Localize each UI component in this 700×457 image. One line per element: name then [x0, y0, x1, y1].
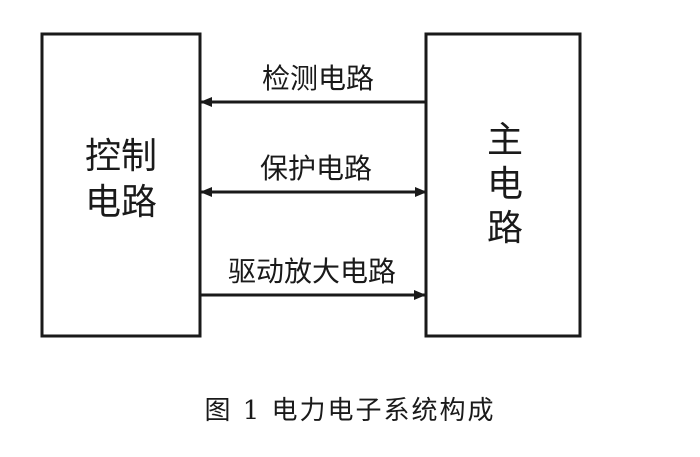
- detect-circuit-label: 检测电路: [262, 62, 374, 95]
- control-circuit-label-line1: 控制: [85, 136, 157, 177]
- main-circuit-label-line1: 主: [487, 120, 523, 161]
- main-circuit-label-line2: 电: [487, 164, 523, 205]
- main-circuit-box: [424, 32, 582, 338]
- figure-caption: 图 1 电力电子系统构成: [204, 396, 496, 426]
- protect-circuit-label: 保护电路: [260, 152, 372, 185]
- control-circuit-label-line2: 电路: [85, 182, 157, 223]
- drive-circuit-label: 驱动放大电路: [228, 255, 396, 288]
- control-circuit-box: [40, 32, 202, 338]
- main-circuit-label-line3: 路: [487, 208, 523, 249]
